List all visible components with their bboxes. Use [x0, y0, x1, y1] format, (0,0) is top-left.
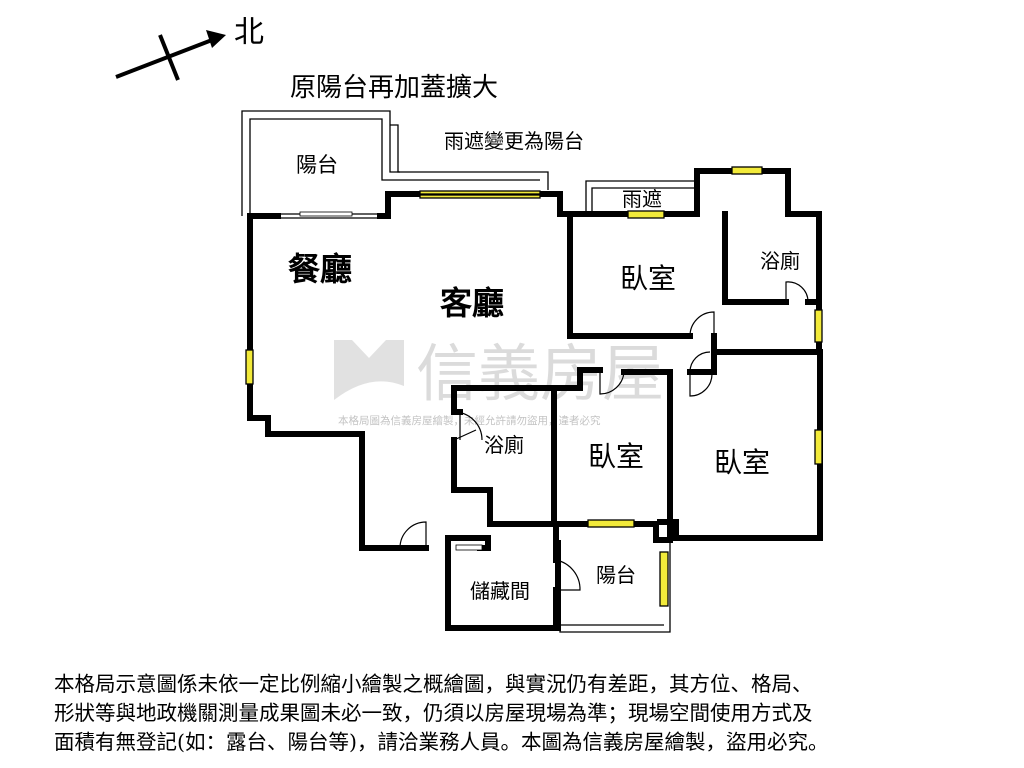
disclaimer-line-3: 面積有無登記(如：露台、陽台等)，請洽業務人員。本圖為信義房屋繪製，盜用必究。 — [54, 730, 829, 754]
doors — [278, 211, 809, 591]
north-arrow: 北 — [115, 15, 264, 81]
watermark-notice: 本格局圖為信義房屋繪製，未經允許請勿盜用，違者必究 — [338, 414, 601, 427]
room-bedroom-center: 臥室 — [588, 440, 644, 473]
room-dining: 餐廳 — [288, 250, 352, 288]
room-bedroom-east: 臥室 — [714, 446, 770, 479]
window-ne-bath — [731, 166, 763, 175]
watermark-logo — [334, 340, 404, 400]
room-balcony-top: 陽台 — [296, 153, 338, 177]
annotation-balcony-enlarged: 原陽台再加蓋擴大 — [290, 73, 498, 103]
window-east-2 — [814, 429, 823, 465]
window-east-1 — [814, 309, 823, 343]
room-living: 客廳 — [440, 284, 504, 322]
room-bath-center: 浴廁 — [484, 433, 524, 457]
room-storage: 儲藏間 — [470, 579, 530, 603]
room-bath-ne: 浴廁 — [760, 249, 800, 273]
window-west — [245, 349, 254, 385]
room-bedroom-ne: 臥室 — [620, 262, 676, 295]
disclaimer: 本格局示意圖係未依一定比例縮小繪製之概繪圖，與實況仍有差距，其方位、格局、 形狀… — [54, 670, 984, 757]
disclaimer-line-1: 本格局示意圖係未依一定比例縮小繪製之概繪圖，與實況仍有差距，其方位、格局、 — [54, 672, 813, 696]
walls — [247, 168, 823, 631]
windows — [245, 166, 823, 607]
room-balcony-bottom: 陽台 — [596, 563, 636, 587]
room-canopy: 雨遮 — [622, 187, 662, 211]
watermark: 信義房屋 本格局圖為信義房屋繪製，未經允許請勿盜用，違者必究 — [334, 337, 664, 427]
annotation-canopy-to-balcony: 雨遮變更為陽台 — [444, 129, 584, 153]
disclaimer-line-2: 形狀等與地政機關測量成果圖未必一致，仍須以房屋現場為準；現場空間使用方式及 — [54, 701, 813, 725]
north-label: 北 — [234, 15, 264, 50]
window-bottom-balcony — [659, 551, 669, 607]
window-center-bedroom — [587, 519, 635, 528]
window-canopy — [627, 210, 665, 219]
